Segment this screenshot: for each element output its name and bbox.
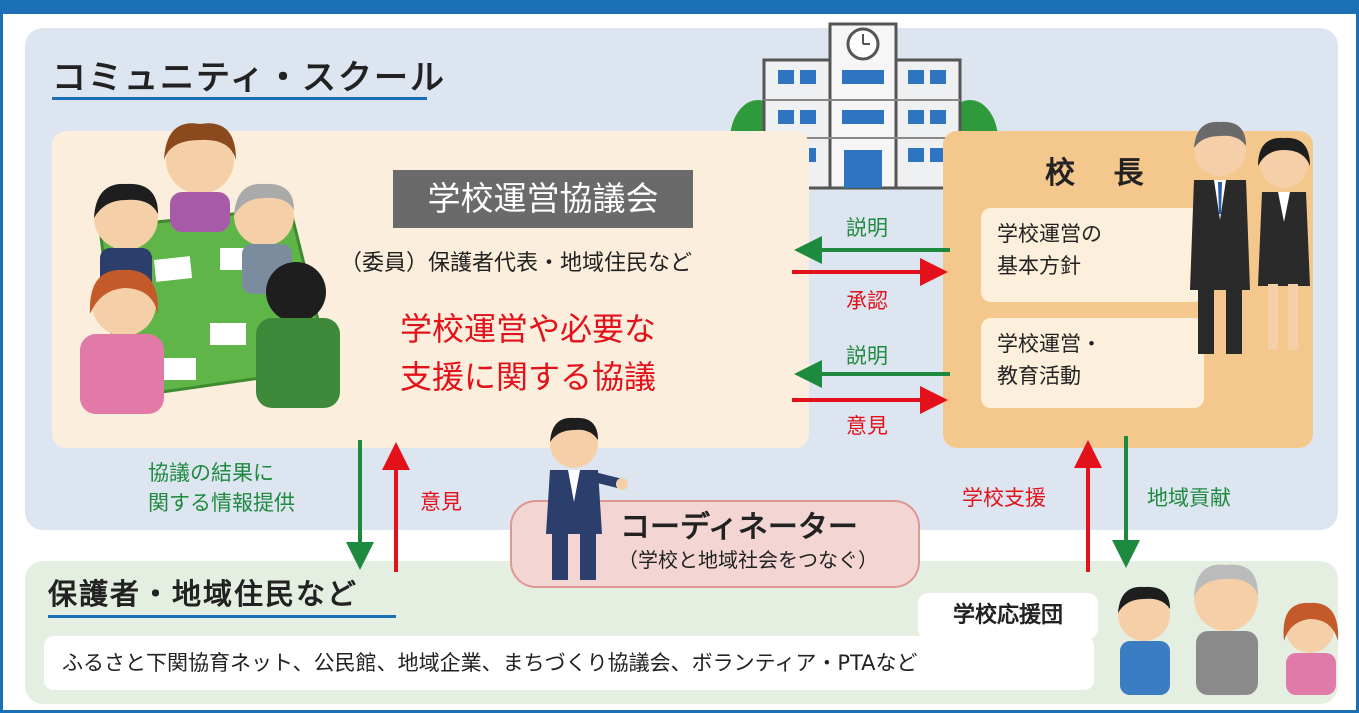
community-title: 保護者・地域住民など — [48, 577, 359, 611]
label-school-support: 学校支援 — [962, 486, 1046, 510]
discussion-line-2: 支援に関する協議 — [400, 358, 657, 396]
basic-policy-line-1: 学校運営の — [997, 222, 1102, 246]
school-activity-line-1: 学校運営・ — [997, 332, 1102, 356]
school-activity-box: 学校運営・ 教育活動 — [981, 318, 1204, 408]
info-line-1: 協議の結果に — [148, 461, 274, 485]
coordinator-subtitle: （学校と地域社会をつなぐ） — [618, 548, 878, 572]
label-explain-2: 説明 — [846, 344, 888, 368]
label-local-contribution: 地域貢献 — [1147, 486, 1231, 510]
council-name: 学校運営協議会 — [393, 170, 693, 228]
principal-label: 校 長 — [1045, 156, 1158, 191]
label-explain-1: 説明 — [846, 216, 888, 240]
supporters-illustration — [1118, 564, 1339, 695]
label-info-provision: 協議の結果に 関する情報提供 — [148, 458, 295, 518]
discussion-line-1: 学校運営や必要な — [400, 310, 657, 348]
community-school-title: コミュニティ・スクール — [52, 58, 446, 98]
title-underline — [52, 97, 427, 100]
community-members-list: ふるさと下関協育ネット、公民館、地域企業、まちづくり協議会、ボランティア・PTA… — [44, 636, 1094, 690]
label-approve: 承認 — [846, 289, 888, 313]
school-activity-line-2: 教育活動 — [997, 364, 1081, 388]
council-meeting-illustration — [80, 123, 340, 414]
community-title-underline — [48, 615, 396, 618]
label-opinion-up: 意見 — [420, 490, 462, 514]
vertical-arrows-right — [1074, 436, 1140, 572]
basic-policy-box: 学校運営の 基本方針 — [981, 208, 1204, 302]
coordinator-title: コーディネーター — [620, 510, 858, 545]
principal-illustration — [1190, 121, 1310, 354]
council-members: （委員）保護者代表・地域住民など — [340, 251, 693, 276]
coordinator-illustration — [546, 417, 628, 580]
horizontal-arrows — [792, 236, 950, 414]
vertical-arrows-left — [346, 440, 410, 572]
info-line-2: 関する情報提供 — [148, 491, 295, 515]
supporters-label: 学校応援団 — [918, 593, 1098, 639]
label-opinion-right: 意見 — [846, 414, 888, 438]
basic-policy-line-2: 基本方針 — [997, 254, 1081, 278]
council-discussion: 学校運営や必要な 支援に関する協議 — [400, 305, 656, 401]
